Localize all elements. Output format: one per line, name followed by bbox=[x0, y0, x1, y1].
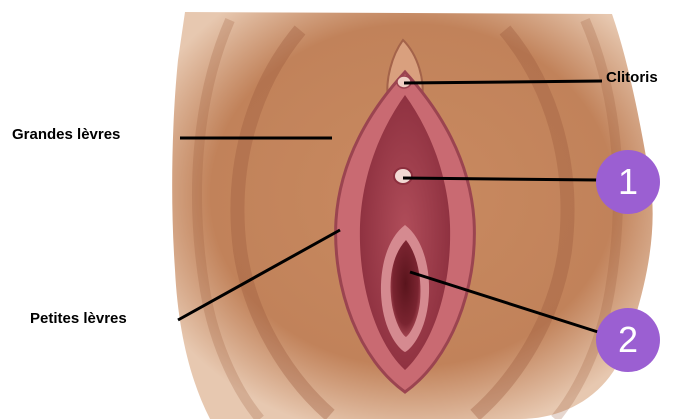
leader-line-1 bbox=[403, 178, 598, 180]
leader-line-clitoris bbox=[404, 81, 602, 83]
marker-1-badge: 1 bbox=[596, 150, 660, 214]
label-petites-levres: Petites lèvres bbox=[30, 310, 127, 328]
label-grandes-levres: Grandes lèvres bbox=[12, 126, 120, 144]
label-clitoris: Clitoris bbox=[606, 69, 658, 87]
marker-2-badge: 2 bbox=[596, 308, 660, 372]
urethral-opening bbox=[394, 168, 412, 184]
